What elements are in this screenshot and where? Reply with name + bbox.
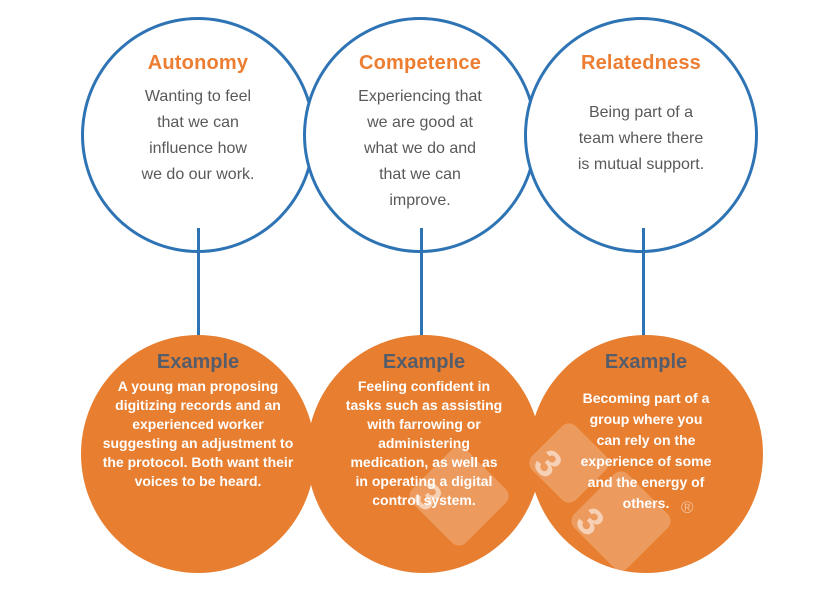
- relatedness-description: Being part of a team where there is mutu…: [577, 104, 705, 173]
- example-competence-text: Feeling confident in tasks such as assis…: [345, 378, 503, 508]
- example-title: Example: [382, 351, 466, 373]
- circle-competence: Competence Experiencing that we are good…: [303, 17, 537, 253]
- circle-relatedness: Relatedness Being part of a team where t…: [524, 17, 758, 253]
- circle-autonomy: Autonomy Wanting to feel that we can inf…: [81, 17, 315, 253]
- example-circle-autonomy: Example A young man proposing digitizing…: [81, 335, 315, 573]
- autonomy-description: Wanting to feel that we can influence ho…: [141, 88, 255, 183]
- relatedness-title: Relatedness: [580, 52, 702, 74]
- competence-description: Experiencing that we are good at what we…: [358, 88, 482, 209]
- competence-title: Competence: [358, 52, 482, 74]
- example-title: Example: [156, 351, 240, 373]
- example-autonomy-text: A young man proposing digitizing records…: [102, 378, 294, 489]
- example-relatedness-text: Becoming part of a group where you can r…: [580, 390, 712, 511]
- connector-line-relatedness: [642, 228, 645, 340]
- registered-trademark-symbol: ®: [681, 498, 694, 517]
- connector-line-competence: [420, 228, 423, 340]
- example-circle-relatedness: 3 3 ® Example Becoming part of a group w…: [529, 335, 763, 573]
- example-title: Example: [604, 351, 688, 373]
- connector-line-autonomy: [197, 228, 200, 340]
- example-circle-competence: 3 3 Example Feeling confident in tasks s…: [307, 335, 541, 573]
- autonomy-title: Autonomy: [147, 52, 249, 74]
